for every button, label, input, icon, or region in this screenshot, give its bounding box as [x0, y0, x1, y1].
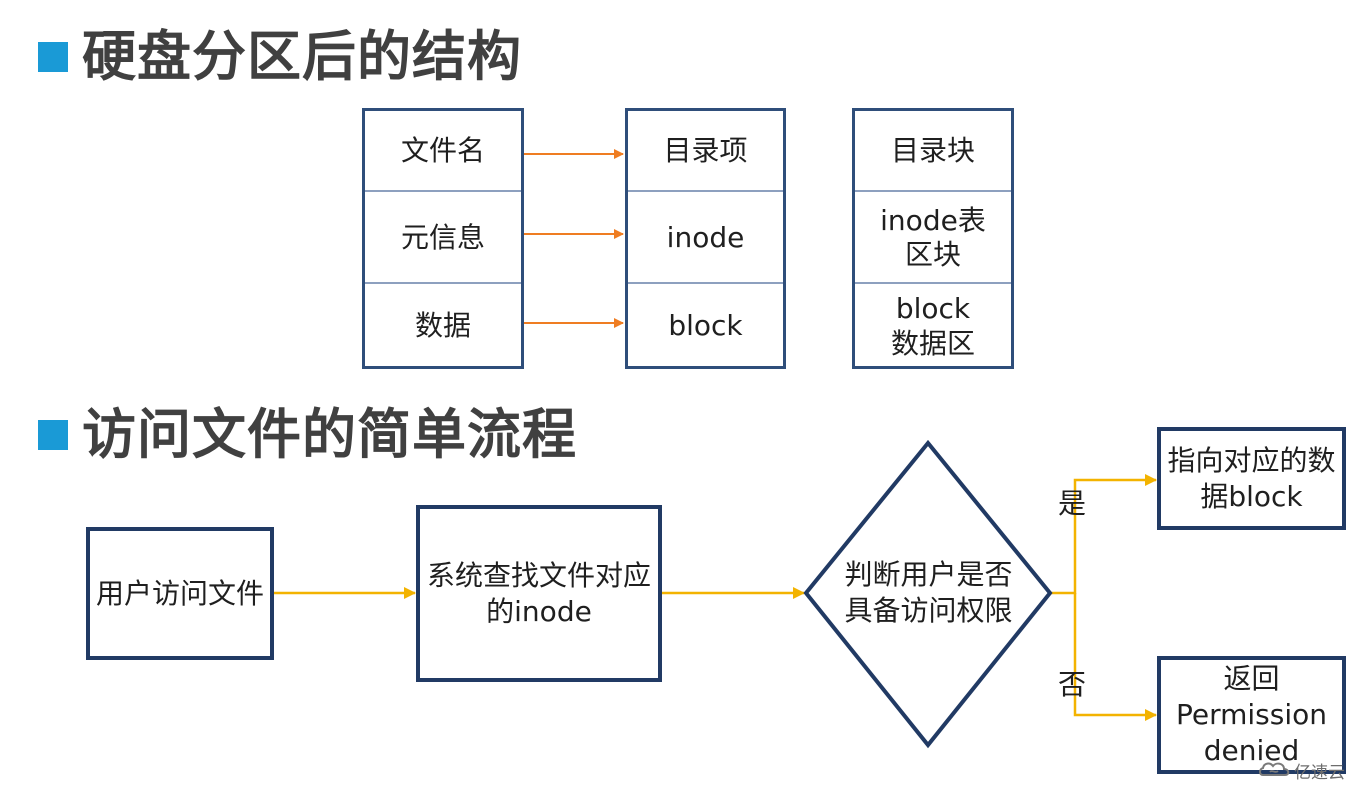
no-branch-arrow [1073, 593, 1157, 721]
directory-entry-column: 目录项 inode block [625, 108, 786, 369]
cloud-icon [1259, 762, 1290, 776]
inode-table-block-cell: inode表 区块 [880, 203, 986, 271]
system-find-inode-box: 系统查找文件对应 的inode [416, 505, 662, 682]
watermark-text: 亿速云 [1294, 762, 1345, 783]
entry-column-divider-1 [628, 190, 783, 192]
file-structure-column: 文件名 元信息 数据 [362, 108, 524, 369]
inode-cell: inode [666, 220, 745, 254]
block-column-divider-2 [855, 282, 1011, 284]
permission-denied-box: 返回 Permission denied [1157, 656, 1346, 774]
yes-branch-arrow [1050, 474, 1157, 595]
no-branch-label: 否 [1058, 668, 1087, 701]
file-column-divider-1 [365, 190, 521, 192]
permission-decision-diamond [803, 439, 1053, 749]
watermark: 亿速云 [1258, 758, 1354, 783]
flow-section-title: 访问文件的简单流程 [38, 404, 577, 466]
yes-branch-label: 是 [1058, 487, 1087, 520]
metadata-cell: 元信息 [400, 220, 485, 254]
title-square-marker [38, 420, 68, 450]
data-cell: 数据 [414, 309, 471, 343]
block-column-divider-1 [855, 190, 1011, 192]
partition-title-text: 硬盘分区后的结构 [82, 25, 522, 88]
directory-entry-cell: 目录项 [663, 133, 748, 167]
permission-check-label: 判断用户是否 具备访问权限 [844, 558, 1013, 627]
block-data-area-cell: block 数据区 [890, 292, 975, 360]
entry-column-divider-2 [628, 282, 783, 284]
partition-section-title: 硬盘分区后的结构 [38, 26, 522, 88]
file-name-cell: 文件名 [400, 133, 485, 167]
user-access-file-box: 用户访问文件 [86, 527, 274, 660]
title-square-marker [38, 42, 68, 72]
block-cell: block [668, 309, 743, 343]
file-column-divider-2 [365, 282, 521, 284]
directory-block-cell: 目录块 [890, 133, 975, 167]
storage-block-column: 目录块 inode表 区块 block 数据区 [852, 108, 1014, 369]
flow-title-text: 访问文件的简单流程 [82, 403, 577, 466]
point-to-data-block-box: 指向对应的数 据block [1157, 427, 1346, 530]
